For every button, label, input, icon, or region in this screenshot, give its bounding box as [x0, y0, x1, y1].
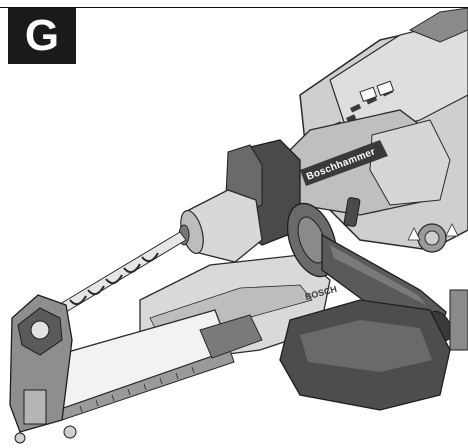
figure-label-badge: G	[8, 8, 76, 64]
dust-extraction-attachment-icon	[9, 254, 331, 444]
lower-grip: BOSCH	[279, 284, 468, 411]
auxiliary-handle-icon	[286, 197, 453, 342]
figure-label: G	[24, 11, 60, 60]
frame-top-rule	[0, 7, 468, 8]
rotary-hammer-icon: Boschhammer	[289, 7, 468, 253]
chuck-assembly	[178, 139, 301, 263]
